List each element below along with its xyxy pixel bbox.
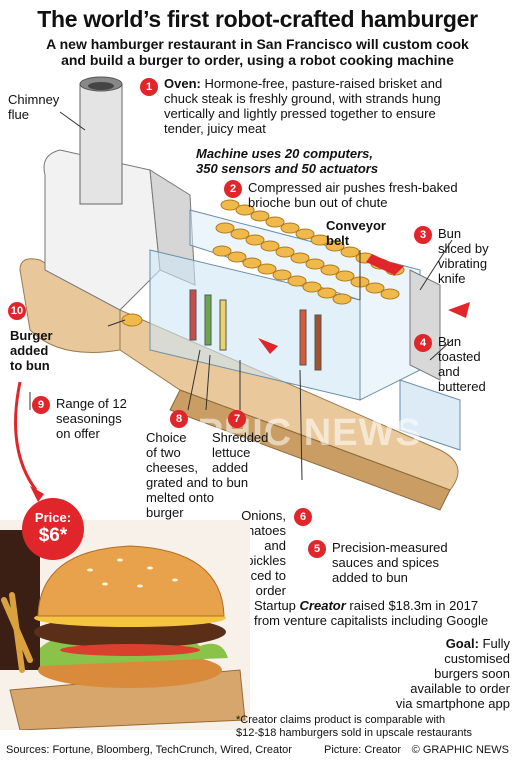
step-10-line-3: to bun <box>10 358 50 373</box>
step-1-badge: 1 <box>140 78 158 96</box>
startup-post: raised $18.3m in 2017 <box>349 598 479 613</box>
subtitle-line-2: and build a burger to order, using a rob… <box>61 52 454 68</box>
price-value: $6* <box>38 525 68 546</box>
startup-line-1: Startup Creator raised $18.3m in 2017 <box>254 598 514 613</box>
watermark: GRAPHIC NEWS <box>110 412 422 454</box>
chimney-label-line-1: Chimney <box>8 92 60 107</box>
step-9-badge: 9 <box>32 396 50 414</box>
step-10-line-2: added <box>10 343 49 358</box>
step-4-text: Bun toasted and buttered <box>438 334 486 394</box>
step-1-text: Oven: Hormone-free, pasture-raised brisk… <box>164 76 509 136</box>
step-8-line-1: Choice <box>146 430 187 445</box>
step-4-badge: 4 <box>414 334 432 352</box>
chimney-label-line-2: flue <box>8 107 29 122</box>
step-3-line-2: sliced by <box>438 241 489 256</box>
subtitle: A new hamburger restaurant in San Franci… <box>0 36 515 68</box>
step-8-line-5: melted onto <box>146 490 214 505</box>
step-3-badge: 3 <box>414 226 432 244</box>
subtitle-line-1: A new hamburger restaurant in San Franci… <box>46 36 469 52</box>
step-3-text: Bun sliced by vibrating knife <box>438 226 489 286</box>
step-10-text: Burger added to bun <box>10 328 53 373</box>
step-9-line-1: Range of 12 <box>56 396 127 411</box>
conveyor-line-1: Conveyor <box>326 218 386 233</box>
goal-line-2: customised <box>444 651 510 666</box>
step-1-line-1: Oven: Hormone-free, pasture-raised brisk… <box>164 76 443 91</box>
picture-credit: Picture: Creator <box>324 744 402 756</box>
goal-first: Fully <box>482 636 510 651</box>
step-4-line-1: Bun <box>438 334 462 349</box>
footnote-line-2: $12-$18 hamburgers sold in upscale resta… <box>236 727 473 739</box>
goal-text: Goal: Fully customised burgers soon avai… <box>370 636 510 711</box>
price-badge: Price: $6* <box>22 498 84 560</box>
step-7-text: Shredded lettuce added to bun <box>212 430 268 490</box>
copyright: © GRAPHIC NEWS <box>411 744 509 756</box>
step-7-line-2: lettuce <box>212 445 251 460</box>
step-2-line-1: Compressed air pushes fresh-baked <box>248 180 458 195</box>
goal-line-5: via smartphone app <box>395 696 510 711</box>
step-3-line-4: knife <box>438 271 466 286</box>
conveyor-belt-label: Conveyor belt <box>326 218 386 248</box>
step-7-line-1: Shredded <box>212 430 269 445</box>
step-6-line-3: and pickles <box>246 538 286 568</box>
step-5-text: Precision-measured sauces and spices add… <box>332 540 448 585</box>
goal-line-3: burgers soon <box>434 666 510 681</box>
step-3-line-3: vibrating <box>438 256 488 271</box>
startup-pre: Startup <box>254 598 296 613</box>
goal-line-4: available to order <box>410 681 510 696</box>
step-2-text: Compressed air pushes fresh-baked brioch… <box>248 180 458 210</box>
step-4-line-4: buttered <box>438 379 486 394</box>
startup-name: Creator <box>299 598 346 613</box>
step-5-badge: 5 <box>308 540 326 558</box>
step-9-line-3: on offer <box>56 426 100 441</box>
step-7-line-3: added <box>212 460 249 475</box>
step-9-text: Range of 12 seasonings on offer <box>56 396 127 441</box>
machine-stats-line-1: Machine uses 20 computers, <box>196 146 374 161</box>
step-2-badge: 2 <box>224 180 242 198</box>
step-5-line-3: added to bun <box>332 570 408 585</box>
chimney-label: Chimney flue <box>8 92 59 122</box>
step-8-line-3: cheeses, <box>146 460 199 475</box>
step-8-badge: 8 <box>170 410 188 428</box>
step-3-line-1: Bun <box>438 226 462 241</box>
machine-stats: Machine uses 20 computers, 350 sensors a… <box>196 146 378 176</box>
conveyor-line-2: belt <box>326 233 350 248</box>
footnote-line-1: *Creator claims product is comparable wi… <box>236 714 446 726</box>
step-4-line-2: toasted <box>438 349 481 364</box>
step-1-line-2: chuck steak is freshly ground, with stra… <box>164 91 441 106</box>
step-5-line-2: sauces and spices <box>332 555 439 570</box>
step-10-line-1: Burger <box>10 328 53 343</box>
step-9-line-2: seasonings <box>56 411 122 426</box>
step-8-line-6: burger <box>146 505 184 520</box>
step-1-line-3: vertically and lightly pressed together … <box>164 106 436 121</box>
price-label: Price: <box>34 510 72 525</box>
step-6-badge: 6 <box>294 508 312 526</box>
step-6-line-4: sliced to <box>238 568 286 583</box>
step-1-line-4: tender, juicy meat <box>164 121 266 136</box>
step-6-line-1: Onions, <box>241 508 286 523</box>
step-8-text: Choice of two cheeses, grated and melted… <box>146 430 214 520</box>
step-8-line-2: of two <box>146 445 181 460</box>
robot-machine-illustration <box>14 76 470 511</box>
step-7-line-4: to bun <box>212 475 249 490</box>
step-6-line-5: order <box>255 583 286 598</box>
step-10-badge: 10 <box>8 302 26 320</box>
oven-label: Oven: <box>164 76 201 91</box>
step-8-line-4: grated and <box>146 475 209 490</box>
footnote: *Creator claims product is comparable wi… <box>236 714 512 740</box>
goal-label: Goal: <box>445 636 479 651</box>
machine-stats-line-2: 350 sensors and 50 actuators <box>196 161 379 176</box>
page-title: The world’s first robot-crafted hamburge… <box>37 6 478 32</box>
step-7-badge: 7 <box>228 410 246 428</box>
step-5-line-1: Precision-measured <box>332 540 448 555</box>
step-4-line-3: and <box>438 364 460 379</box>
startup-info: Startup Creator raised $18.3m in 2017 fr… <box>254 598 514 628</box>
goal-line-1: Goal: Fully <box>370 636 510 651</box>
step-2-line-2: brioche bun out of chute <box>248 195 388 210</box>
sources: Sources: Fortune, Bloomberg, TechCrunch,… <box>6 744 292 756</box>
footer: Sources: Fortune, Bloomberg, TechCrunch,… <box>6 744 509 756</box>
startup-line-2: from venture capitalists including Googl… <box>254 613 489 628</box>
